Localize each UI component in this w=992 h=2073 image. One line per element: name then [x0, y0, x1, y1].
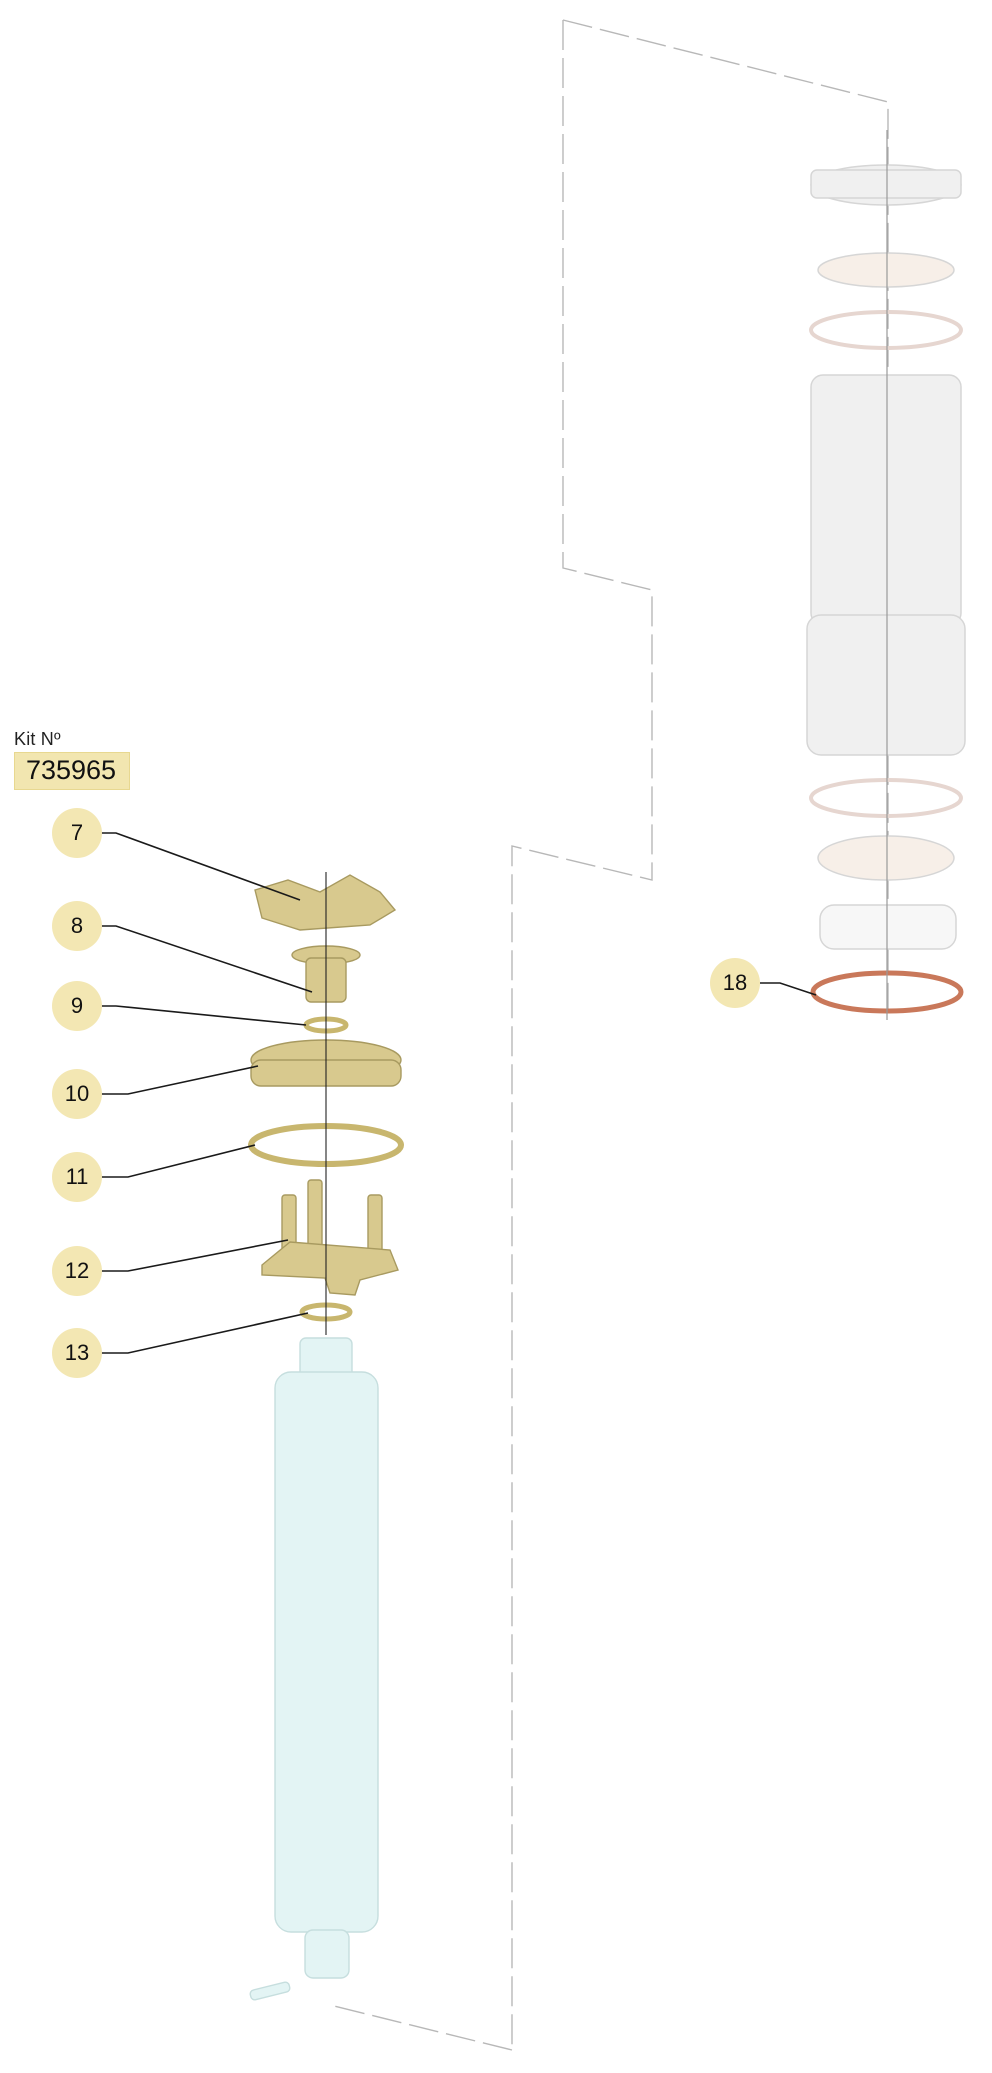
- callout-18: 18: [710, 958, 760, 1008]
- dashed-frame: [329, 19, 889, 2051]
- callout-9: 9: [52, 981, 102, 1031]
- tube-part: [249, 1337, 379, 2001]
- callout-13: 13: [52, 1328, 102, 1378]
- callout-8: 8: [52, 901, 102, 951]
- ghost-assembly: [806, 164, 966, 950]
- leader-lines: [98, 832, 817, 1354]
- callout-11: 11: [52, 1152, 102, 1202]
- callout-12: 12: [52, 1246, 102, 1296]
- callout-7: 7: [52, 808, 102, 858]
- callout-10: 10: [52, 1069, 102, 1119]
- kit-label: Kit Nº: [14, 729, 61, 749]
- kit-number: 735965: [25, 755, 117, 785]
- kit-number-badge: [14, 752, 130, 790]
